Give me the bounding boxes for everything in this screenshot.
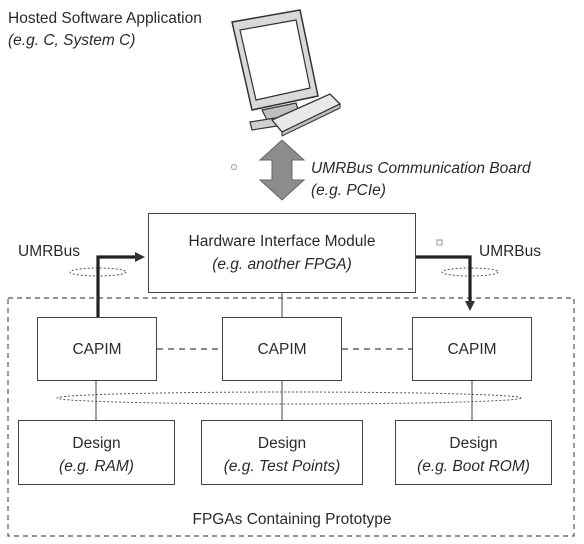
comm-board-arrow xyxy=(258,139,306,201)
host-title: Hosted Software Application xyxy=(8,10,202,27)
capim-box-1: CAPIM xyxy=(37,317,157,381)
computer-icon xyxy=(231,9,342,137)
design-title-2: Design xyxy=(257,435,307,452)
design-subtitle-1: (e.g. RAM) xyxy=(59,458,134,475)
prototype-boundary xyxy=(7,297,575,537)
comm-board-title: UMRBus Communication Board xyxy=(311,160,531,177)
umrbus-left-label: UMRBus xyxy=(18,243,81,260)
umrbus-right-label: UMRBus xyxy=(479,243,542,260)
capim-label-2: CAPIM xyxy=(257,341,307,358)
capim-bus-ellipse xyxy=(56,391,522,405)
him-subtitle: (e.g. another FPGA) xyxy=(212,256,352,273)
comm-board-subtitle: (e.g. PCIe) xyxy=(311,182,386,199)
design-subtitle-3: (e.g. Boot ROM) xyxy=(417,458,530,475)
capim-box-3: CAPIM xyxy=(412,317,532,381)
design-box-1: Design (e.g. RAM) xyxy=(18,420,175,485)
him-title: Hardware Interface Module xyxy=(188,233,376,250)
design-subtitle-2: (e.g. Test Points) xyxy=(223,458,341,475)
capim-box-2: CAPIM xyxy=(222,317,342,381)
design-title-3: Design xyxy=(449,435,498,452)
prototype-label: FPGAs Containing Prototype xyxy=(192,511,392,528)
umrbus-right-arrow xyxy=(416,255,475,311)
design-box-3: Design (e.g. Boot ROM) xyxy=(395,420,552,485)
hardware-interface-module: Hardware Interface Module (e.g. another … xyxy=(148,213,416,293)
small-dot xyxy=(231,164,237,170)
design-title-1: Design xyxy=(72,435,121,452)
umrbus-left-arrow xyxy=(96,252,145,317)
small-square xyxy=(436,239,443,246)
capim-label-3: CAPIM xyxy=(447,341,497,358)
capim-label-1: CAPIM xyxy=(72,341,122,358)
design-box-2: Design (e.g. Test Points) xyxy=(201,420,363,485)
host-subtitle: (e.g. C, System C) xyxy=(8,32,136,49)
